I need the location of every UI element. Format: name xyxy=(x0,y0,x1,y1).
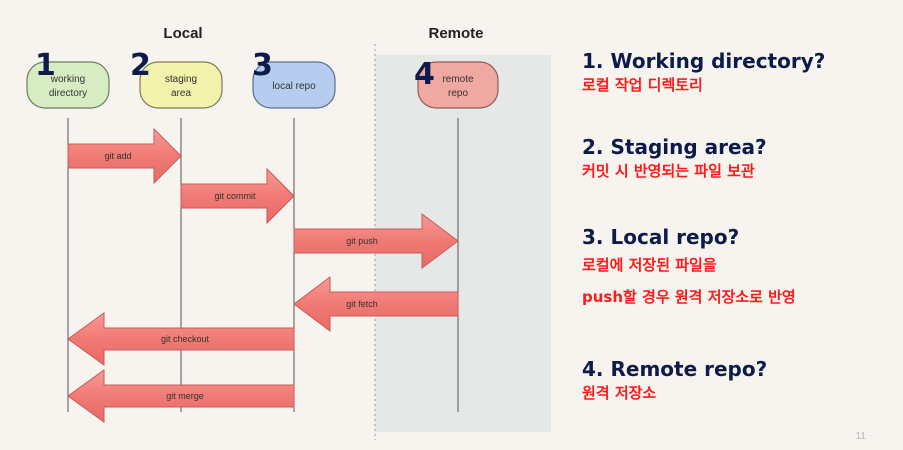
arrow-label-git-commit: git commit xyxy=(214,191,256,201)
arrow-git-commit: git commit xyxy=(180,167,295,225)
stage-4-line2: repo xyxy=(448,88,468,99)
stage-staging-area: staging area 2 xyxy=(130,48,223,109)
arrow-git-fetch: git fetch xyxy=(293,276,459,332)
question-1-title: 1. Working directory? xyxy=(582,49,826,73)
question-local-repo: 3. Local repo? 로컬에 저장된 파일을 push할 경우 원격 저… xyxy=(582,224,796,308)
stage-local-repo: local repo 3 xyxy=(252,48,336,109)
stage-3-number: 3 xyxy=(252,48,273,83)
arrow-label-git-push: git push xyxy=(346,236,378,246)
stage-2-number: 2 xyxy=(130,48,151,83)
question-3-answer-line2: push할 경우 원격 저장소로 반영 xyxy=(582,288,796,306)
git-workflow-diagram: Local Remote working directory 1 staging… xyxy=(26,25,551,440)
stage-working-directory: working directory 1 xyxy=(26,48,110,109)
arrow-label-git-checkout: git checkout xyxy=(161,334,210,344)
page-number: 11 xyxy=(855,431,866,442)
arrow-git-merge: git merge xyxy=(67,369,295,423)
arrow-git-push: git push xyxy=(293,213,459,269)
stage-2-line1: staging xyxy=(165,74,197,85)
stage-remote-repo: remote repo 4 xyxy=(414,57,499,109)
arrow-label-git-add: git add xyxy=(104,151,131,161)
question-remote-repo: 4. Remote repo? 원격 저장소 xyxy=(582,356,767,404)
stage-1-line1: working xyxy=(50,74,85,85)
question-2-title: 2. Staging area? xyxy=(582,135,767,159)
arrow-git-checkout: git checkout xyxy=(67,312,295,366)
stage-1-line2: directory xyxy=(49,88,87,99)
stage-2-line2: area xyxy=(171,88,191,99)
question-4-title: 4. Remote repo? xyxy=(582,357,768,381)
arrow-label-git-merge: git merge xyxy=(166,391,204,401)
arrow-label-git-fetch: git fetch xyxy=(346,299,378,309)
stage-4-number: 4 xyxy=(414,57,435,92)
question-2-answer: 커밋 시 반영되는 파일 보관 xyxy=(582,162,755,180)
stage-4-line1: remote xyxy=(442,74,474,85)
local-header: Local xyxy=(163,25,202,42)
question-staging-area: 2. Staging area? 커밋 시 반영되는 파일 보관 xyxy=(582,134,767,182)
stage-3-line1: local repo xyxy=(272,81,316,92)
question-3-title: 3. Local repo? xyxy=(582,225,740,249)
arrow-git-add: git add xyxy=(67,127,182,185)
question-working-directory: 1. Working directory? 로컬 작업 디렉토리 xyxy=(582,48,825,96)
question-4-answer: 원격 저장소 xyxy=(582,384,657,402)
stage-1-number: 1 xyxy=(35,48,56,83)
question-3-answer-line1: 로컬에 저장된 파일을 xyxy=(582,256,717,274)
remote-header: Remote xyxy=(428,25,483,42)
question-1-answer: 로컬 작업 디렉토리 xyxy=(582,76,703,94)
